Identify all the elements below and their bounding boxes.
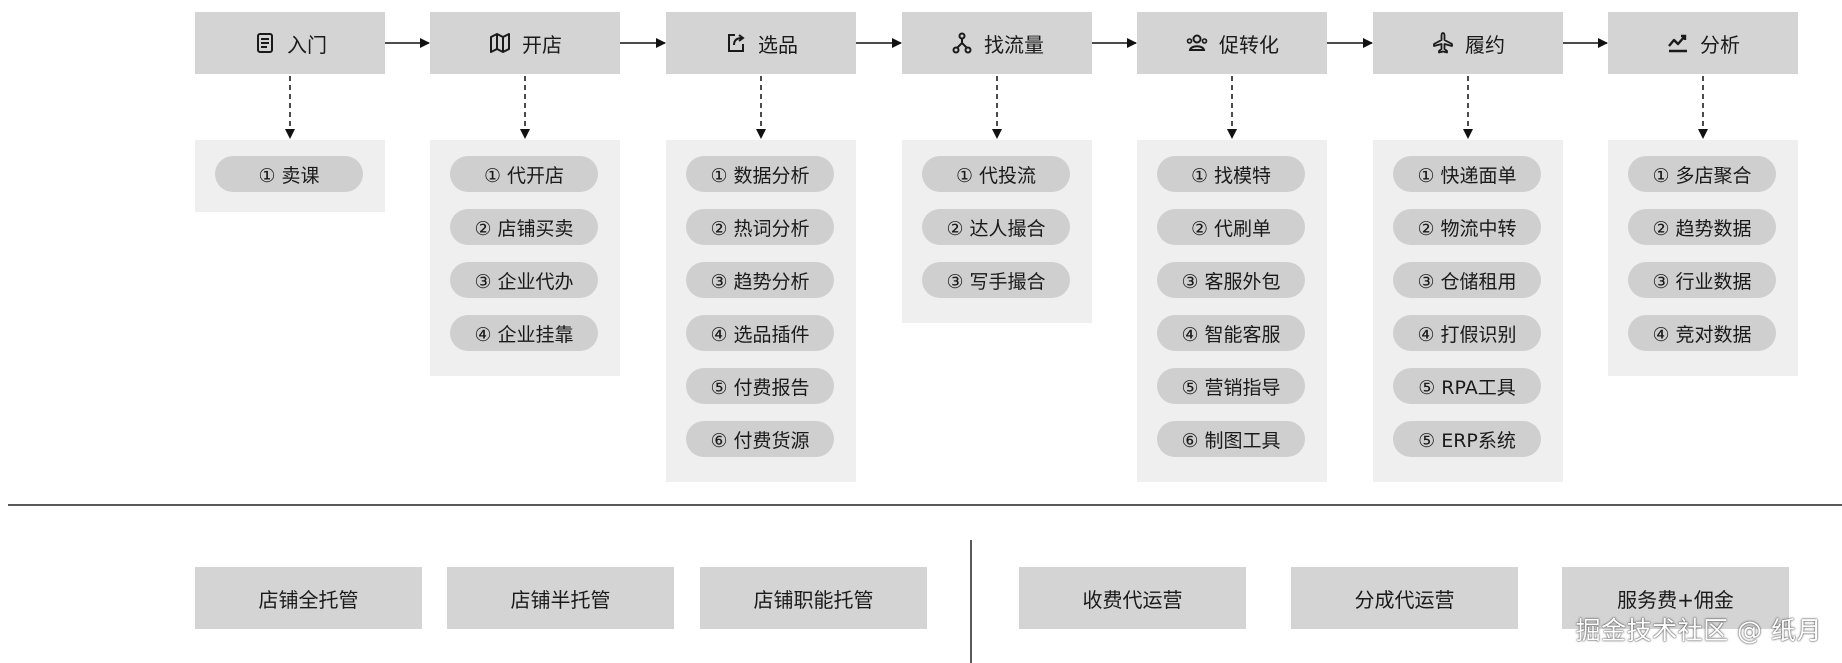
model-box: 分成代运营 xyxy=(1291,567,1518,629)
service-pill: ② 趋势数据 xyxy=(1628,209,1776,245)
users-icon xyxy=(1185,31,1209,55)
service-pill: ① 快递面单 xyxy=(1393,156,1541,192)
stage-label: 促转化 xyxy=(1219,32,1279,57)
service-pill: ④ 竞对数据 xyxy=(1628,315,1776,351)
stage-label: 履约 xyxy=(1465,32,1505,57)
service-pill: ⑤ ERP系统 xyxy=(1393,421,1541,457)
service-pill: ② 物流中转 xyxy=(1393,209,1541,245)
service-pill: ⑤ 营销指导 xyxy=(1157,368,1305,404)
airplane-icon xyxy=(1431,31,1455,55)
service-pill: ④ 企业挂靠 xyxy=(450,315,598,351)
service-panel: ① 代投流 ② 达人撮合 ③ 写手撮合 xyxy=(902,140,1092,323)
service-pill: ③ 写手撮合 xyxy=(922,262,1070,298)
trend-icon xyxy=(1666,31,1690,55)
model-box: 收费代运营 xyxy=(1019,567,1246,629)
model-box: 店铺半托管 xyxy=(447,567,674,629)
service-panel: ① 多店聚合 ② 趋势数据 ③ 行业数据 ④ 竞对数据 xyxy=(1608,140,1798,376)
service-pill: ④ 打假识别 xyxy=(1393,315,1541,351)
service-pill: ① 代开店 xyxy=(450,156,598,192)
network-icon xyxy=(950,31,974,55)
service-pill: ① 数据分析 xyxy=(686,156,834,192)
stage-label: 开店 xyxy=(522,32,562,57)
service-pill: ③ 行业数据 xyxy=(1628,262,1776,298)
service-pill: ⑥ 付费货源 xyxy=(686,421,834,457)
stage-box: 找流量 xyxy=(902,12,1092,74)
service-pill: ⑤ RPA工具 xyxy=(1393,368,1541,404)
service-panel: ① 找模特 ② 代刷单 ③ 客服外包 ④ 智能客服 ⑤ 营销指导 ⑥ 制图工具 xyxy=(1137,140,1327,482)
service-panel: ① 快递面单 ② 物流中转 ③ 仓储租用 ④ 打假识别 ⑤ RPA工具 ⑤ ERP系统 xyxy=(1373,140,1563,482)
service-pill: ② 店铺买卖 xyxy=(450,209,598,245)
stage-box: 分析 xyxy=(1608,12,1798,74)
model-box: 店铺职能托管 xyxy=(700,567,927,629)
service-pill: ③ 仓储租用 xyxy=(1393,262,1541,298)
notepad-icon xyxy=(253,31,277,55)
service-panel: ① 卖课 xyxy=(195,140,385,212)
service-pill: ③ 企业代办 xyxy=(450,262,598,298)
service-pill: ② 热词分析 xyxy=(686,209,834,245)
stage-label: 入门 xyxy=(287,32,327,57)
stage-box: 促转化 xyxy=(1137,12,1327,74)
service-pill: ⑥ 制图工具 xyxy=(1157,421,1305,457)
stage-box: 选品 xyxy=(666,12,856,74)
service-pill: ① 多店聚合 xyxy=(1628,156,1776,192)
service-pill: ④ 智能客服 xyxy=(1157,315,1305,351)
stage-label: 选品 xyxy=(758,32,798,57)
service-pill: ② 代刷单 xyxy=(1157,209,1305,245)
service-pill: ③ 趋势分析 xyxy=(686,262,834,298)
service-pill: ① 找模特 xyxy=(1157,156,1305,192)
model-box: 服务费+佣金 xyxy=(1562,567,1789,629)
service-pill: ① 代投流 xyxy=(922,156,1070,192)
service-pill: ② 达人撮合 xyxy=(922,209,1070,245)
stage-label: 找流量 xyxy=(984,32,1044,57)
stage-box: 履约 xyxy=(1373,12,1563,74)
stage-box: 入门 xyxy=(195,12,385,74)
watermark: 掘金技术社区 @ 纸月 xyxy=(1575,616,1822,645)
service-pill: ① 卖课 xyxy=(215,156,363,192)
service-pill: ③ 客服外包 xyxy=(1157,262,1305,298)
model-box: 店铺全托管 xyxy=(195,567,422,629)
stage-box: 开店 xyxy=(430,12,620,74)
service-panel: ① 数据分析 ② 热词分析 ③ 趋势分析 ④ 选品插件 ⑤ 付费报告 ⑥ 付费货源 xyxy=(666,140,856,482)
service-pill: ⑤ 付费报告 xyxy=(686,368,834,404)
service-panel: ① 代开店 ② 店铺买卖 ③ 企业代办 ④ 企业挂靠 xyxy=(430,140,620,376)
share-box-icon xyxy=(724,31,748,55)
stage-label: 分析 xyxy=(1700,32,1740,57)
service-pill: ④ 选品插件 xyxy=(686,315,834,351)
map-icon xyxy=(488,31,512,55)
